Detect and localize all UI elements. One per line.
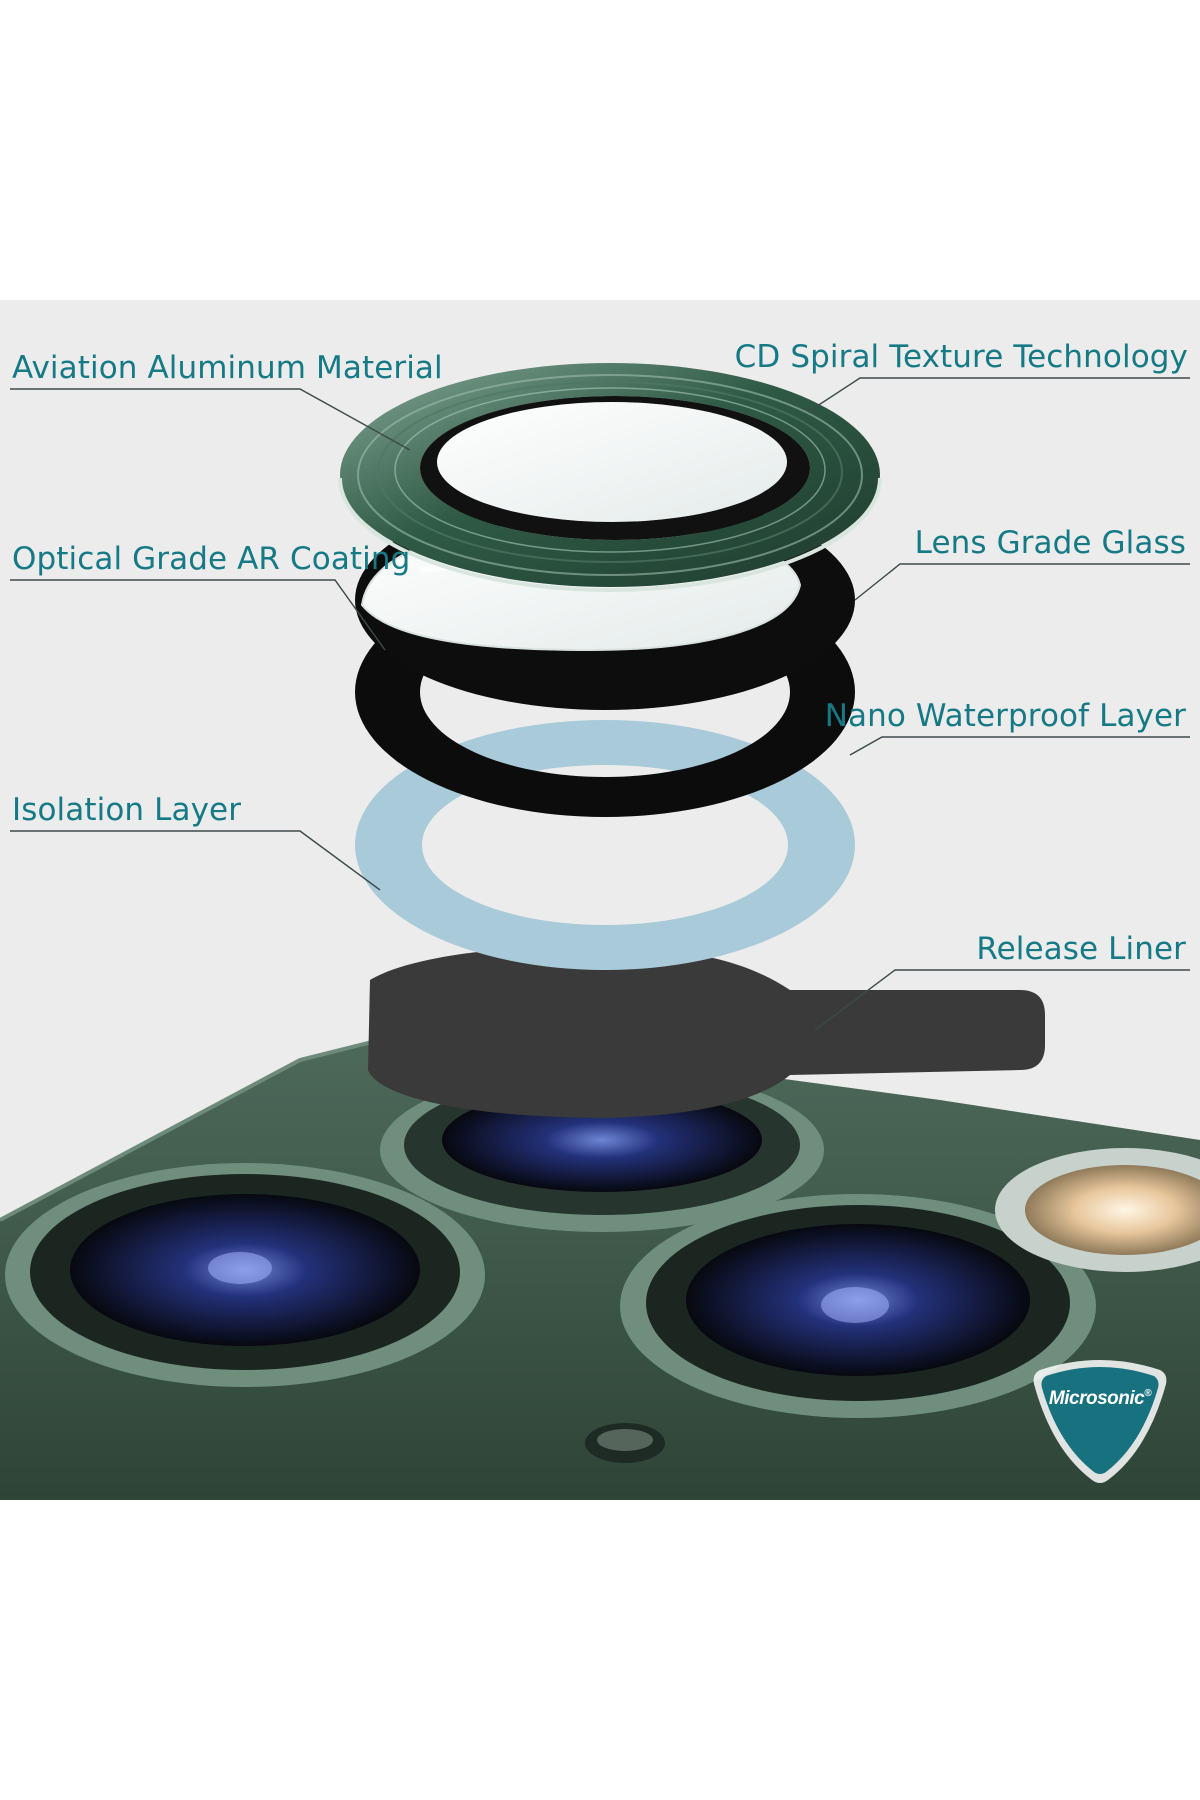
- leader-lines: [10, 377, 1190, 1031]
- microsonic-logo: Microsonic®: [1020, 1340, 1180, 1500]
- product-diagram-panel: Aviation Aluminum Material CD Spiral Tex…: [0, 300, 1200, 1500]
- brand-name: Microsonic®: [1048, 1388, 1152, 1409]
- label-lens-grade-glass: Lens Grade Glass: [914, 525, 1186, 561]
- release-liner-layer: [368, 946, 1045, 1118]
- phone-microphone: [585, 1423, 665, 1463]
- label-optical-ar-coating: Optical Grade AR Coating: [12, 541, 411, 577]
- label-nano-waterproof: Nano Waterproof Layer: [824, 698, 1186, 734]
- aviation-aluminum-ring: [338, 363, 882, 592]
- label-cd-spiral-texture: CD Spiral Texture Technology: [734, 339, 1188, 375]
- label-aviation-aluminum: Aviation Aluminum Material: [12, 350, 443, 386]
- label-release-liner: Release Liner: [976, 931, 1186, 967]
- phone-camera-lens-right: [620, 1194, 1096, 1418]
- phone-camera-lens-left: [5, 1163, 485, 1387]
- exploded-lens-illustration: [0, 363, 1200, 1500]
- label-isolation-layer: Isolation Layer: [12, 792, 242, 828]
- phone-flash: [995, 1148, 1200, 1272]
